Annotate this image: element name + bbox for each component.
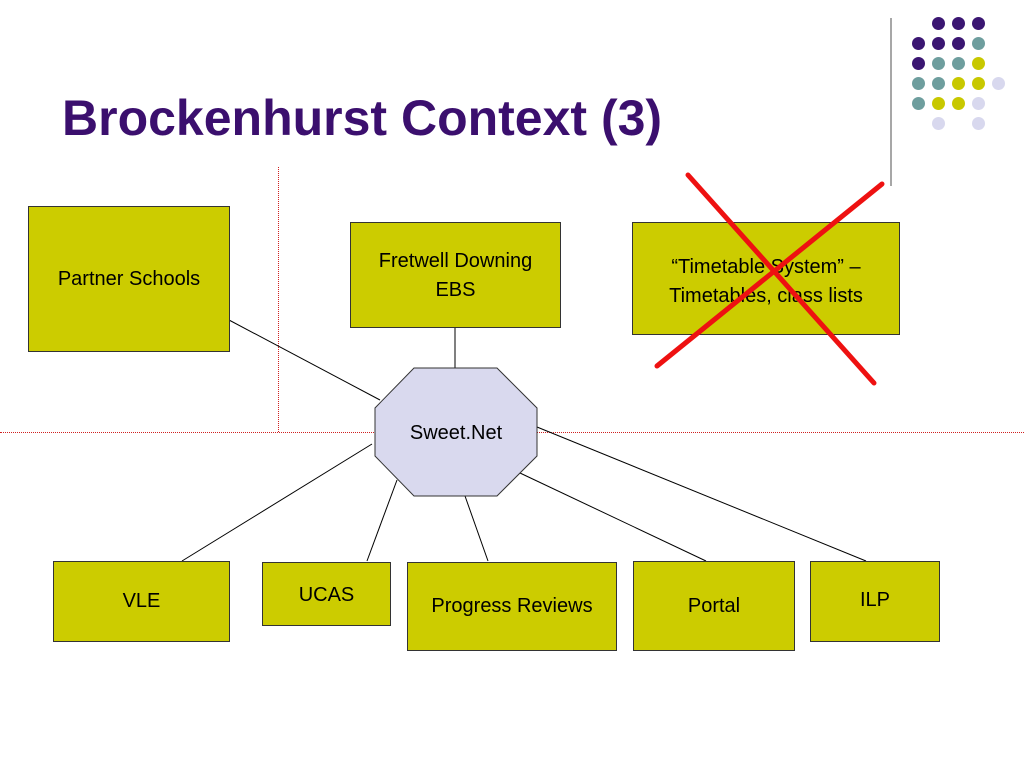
ilp-label: ILP [859, 589, 891, 611]
decorative-dot [932, 77, 945, 90]
decorative-dot [952, 17, 965, 30]
decorative-dot [932, 97, 945, 110]
portal-label: Portal [687, 594, 741, 617]
decorative-dot [972, 117, 985, 130]
decorative-dot [972, 77, 985, 90]
decorative-dot [912, 77, 925, 90]
cross-stroke-1 [685, 172, 877, 386]
connector-vle [181, 443, 373, 562]
decorative-dot [912, 97, 925, 110]
decorative-dot [932, 37, 945, 50]
connector-progress-reviews [464, 495, 489, 562]
partner-schools-label: Partner Schools [57, 267, 201, 290]
connector-partner-schools [228, 319, 381, 401]
decorative-dot [932, 57, 945, 70]
decorative-dot [932, 17, 945, 30]
ucas-label: UCAS [298, 584, 355, 606]
decorative-dot [992, 77, 1005, 90]
slide-title: Brockenhurst Context (3) [62, 90, 663, 146]
progress-reviews-box: Progress Reviews [407, 562, 617, 651]
fretwell-label-line2: EBS [435, 279, 476, 301]
partner-schools-box: Partner Schools [28, 206, 230, 352]
decorative-dot [952, 77, 965, 90]
timetable-label-line1: “Timetable System” – [671, 256, 861, 278]
progress-reviews-label: Progress Reviews [431, 595, 593, 617]
vle-box: VLE [53, 561, 230, 642]
ilp-box: ILP [810, 561, 940, 642]
fretwell-downing-box: Fretwell Downing EBS [350, 222, 561, 328]
connector-ilp [536, 426, 867, 562]
decorative-dot [952, 57, 965, 70]
decorative-dot [952, 97, 965, 110]
sweet-net-label: Sweet.Net [409, 422, 503, 444]
vle-label: VLE [122, 590, 161, 612]
cross-stroke-2 [654, 181, 885, 369]
timetable-label-line2: Timetables, class lists [669, 285, 863, 307]
decorative-dot [912, 37, 925, 50]
ucas-box: UCAS [262, 562, 391, 626]
portal-box: Portal [633, 561, 795, 651]
decorative-dot [952, 37, 965, 50]
connector-ucas [366, 479, 398, 562]
dotted-guide-vertical [278, 167, 279, 432]
decorative-vertical-rule [890, 18, 892, 186]
decorative-dot [912, 57, 925, 70]
decorative-dot [932, 117, 945, 130]
connector-portal [519, 472, 707, 562]
decorative-dot [972, 17, 985, 30]
decorative-dot [972, 97, 985, 110]
decorative-dot [972, 57, 985, 70]
decorative-dot [972, 37, 985, 50]
timetable-system-box: “Timetable System” – Timetables, class l… [632, 222, 900, 335]
fretwell-label-line1: Fretwell Downing [378, 250, 533, 272]
sweet-net-hub [374, 367, 538, 497]
